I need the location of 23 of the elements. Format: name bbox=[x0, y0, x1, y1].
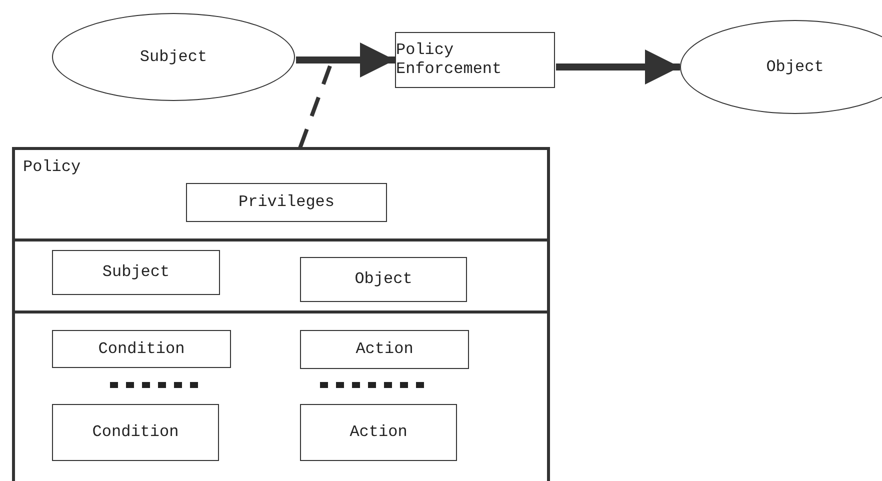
process-box bbox=[300, 404, 457, 461]
container-title: Policy bbox=[23, 158, 81, 177]
arrow bbox=[556, 50, 680, 84]
process-box bbox=[300, 257, 467, 302]
process-box bbox=[52, 330, 231, 368]
node-label: Object bbox=[766, 58, 824, 76]
node-label: Subject bbox=[102, 263, 170, 282]
arrow bbox=[296, 42, 395, 78]
node-label: Condition bbox=[98, 340, 185, 358]
process-box bbox=[186, 183, 387, 222]
process-box bbox=[52, 404, 219, 461]
node-label: Condition bbox=[92, 423, 179, 442]
container-box bbox=[12, 147, 550, 481]
process-box bbox=[300, 330, 469, 369]
node-label: Action bbox=[356, 340, 414, 359]
process-box bbox=[395, 32, 555, 88]
node-label: Object bbox=[354, 270, 412, 289]
process-box bbox=[52, 250, 220, 295]
node-label: Policy Enforcement bbox=[396, 41, 503, 79]
node-label: Subject bbox=[140, 48, 208, 66]
connector-line bbox=[298, 65, 332, 149]
node-label: Privileges bbox=[238, 193, 334, 212]
node-label: Action bbox=[350, 423, 408, 442]
